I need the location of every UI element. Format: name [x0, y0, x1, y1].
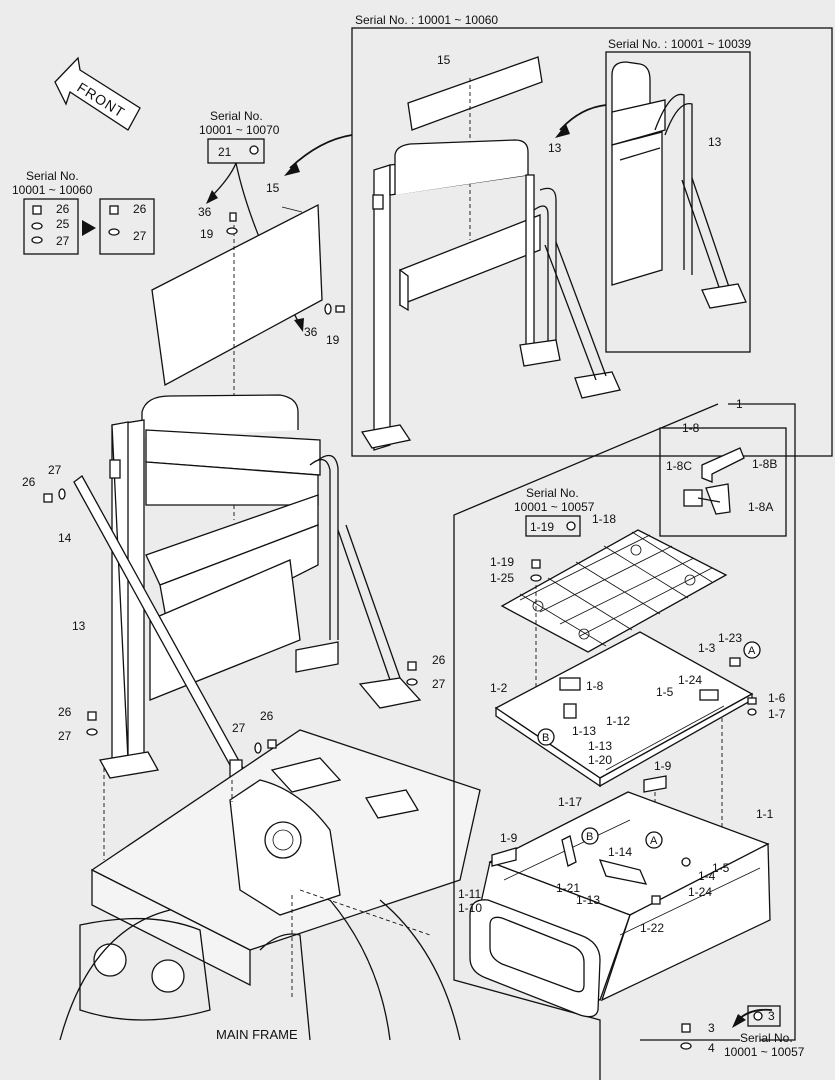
callout-1-19b: 1-19: [490, 555, 514, 569]
note-bolts-left-2: 27: [56, 234, 70, 248]
note-bolts-left-0: 26: [56, 202, 70, 216]
note-bolts-right-1: 27: [133, 229, 147, 243]
note-part-21: Serial No. 10001 ~ 10070 21: [199, 109, 304, 332]
inset-toolbox-assembly: 1 1-8 1-8B 1-8C 1-8A Serial No. 10001 ~ …: [453, 397, 796, 1080]
callout-1-8B: 1-8B: [752, 457, 777, 471]
callout-36b: 36: [304, 325, 318, 339]
front-direction-arrow: FRONT: [54, 56, 141, 131]
callout-13-left: 13: [72, 619, 86, 633]
callout-1-24a: 1-24: [678, 673, 702, 687]
callout-26c: 26: [58, 705, 72, 719]
main-guard-frame: [73, 394, 422, 779]
callout-1-5a: 1-5: [656, 685, 674, 699]
callout-3: 3: [708, 1021, 715, 1035]
callout-26b: 26: [432, 653, 446, 667]
callout-1-2: 1-2: [490, 681, 508, 695]
callout-1-7: 1-7: [768, 707, 786, 721]
inset-top-small-serial: Serial No. : 10001 ~ 10039: [608, 37, 751, 51]
callout-1-11b: 1-11: [458, 887, 481, 901]
inset-right-serial-line1: Serial No.: [526, 486, 579, 500]
callout-1-8C: 1-8C: [666, 459, 692, 473]
mark-A2: A: [650, 835, 658, 847]
callout-1-20: 1-20: [588, 753, 612, 767]
callout-1-1: 1-1: [756, 807, 774, 821]
guard-callouts: 15 13 13 15 36 19 36 19 27 26 14 13 26 2…: [22, 53, 722, 754]
callout-1-13b: 1-13: [588, 739, 612, 753]
callout-1-13c: 1-13: [576, 893, 600, 907]
inset-guard-serial-10060: Serial No. : 10001 ~ 10060 Serial No. : …: [284, 13, 833, 457]
callout-1-23: 1-23: [718, 631, 742, 645]
note-bolts-serial-line2: 10001 ~ 10060: [12, 183, 93, 197]
callout-14: 14: [58, 531, 72, 545]
callout-13-small: 13: [708, 135, 722, 149]
callout-1-10b: 1-10: [458, 901, 482, 915]
callout-1-9a: 1-9: [654, 759, 672, 773]
callout-1-22: 1-22: [640, 921, 664, 935]
callout-36a: 36: [198, 205, 212, 219]
callout-15-left: 15: [266, 181, 280, 195]
callout-1-12: 1-12: [606, 714, 630, 728]
inset-top-serial: Serial No. : 10001 ~ 10060: [355, 13, 498, 27]
callout-1-19a: 1-19: [530, 520, 554, 534]
callout-1-18: 1-18: [592, 512, 616, 526]
callout-1-6: 1-6: [768, 691, 786, 705]
callout-1-8-lock: 1-8: [586, 679, 604, 693]
callout-19b: 19: [326, 333, 340, 347]
callout-26d: 26: [260, 709, 274, 723]
callout-1-8: 1-8: [682, 421, 700, 435]
main-frame: MAIN FRAME: [59, 729, 481, 1042]
note21-serial-line2: 10001 ~ 10070: [199, 123, 280, 137]
callout-4: 4: [708, 1041, 715, 1055]
callout-27c: 27: [58, 729, 72, 743]
inset-right-serial-line2: 10001 ~ 10057: [514, 500, 595, 514]
mark-A1: A: [748, 645, 756, 657]
callout-13-top: 13: [548, 141, 562, 155]
note-bolt-set: Serial No. 10001 ~ 10060 26 25 27 26 27: [12, 169, 155, 255]
note3-serial-line2: 10001 ~ 10057: [724, 1045, 805, 1059]
note21-serial-line1: Serial No.: [210, 109, 263, 123]
callout-1-5b: 1-5: [712, 861, 730, 875]
callout-1-17: 1-17: [558, 795, 582, 809]
callout-1-14: 1-14: [608, 845, 632, 859]
callout-1-3: 1-3: [698, 641, 716, 655]
note-bolts-right-0: 26: [133, 202, 147, 216]
callout-1-8A: 1-8A: [748, 500, 773, 514]
callout-19a: 19: [200, 227, 214, 241]
callout-1-21: 1-21: [556, 881, 580, 895]
note-part-3: 3 Serial No. 10001 ~ 10057 3 4: [680, 1005, 805, 1059]
note3-part: 3: [768, 1009, 775, 1023]
callout-27d: 27: [232, 721, 246, 735]
callout-1-4: 1-4: [698, 869, 716, 883]
callout-1-24b: 1-24: [688, 885, 712, 899]
floor-mat-holes: [519, 531, 713, 647]
callout-27a: 27: [48, 463, 62, 477]
mark-B1: B: [542, 732, 549, 744]
note21-part: 21: [218, 145, 232, 159]
callout-1-13a: 1-13: [572, 724, 596, 738]
callout-27b: 27: [432, 677, 446, 691]
note-bolts-serial-line1: Serial No.: [26, 169, 79, 183]
callout-26a: 26: [22, 475, 36, 489]
note3-serial-line1: Serial No.: [740, 1031, 793, 1045]
callout-1: 1: [736, 397, 743, 411]
main-frame-label: MAIN FRAME: [216, 1027, 298, 1042]
callout-1-25: 1-25: [490, 571, 514, 585]
callout-1-9b: 1-9: [500, 831, 518, 845]
note-bolts-left-1: 25: [56, 217, 70, 231]
mark-B2: B: [586, 831, 593, 843]
callout-15-top: 15: [437, 53, 451, 67]
